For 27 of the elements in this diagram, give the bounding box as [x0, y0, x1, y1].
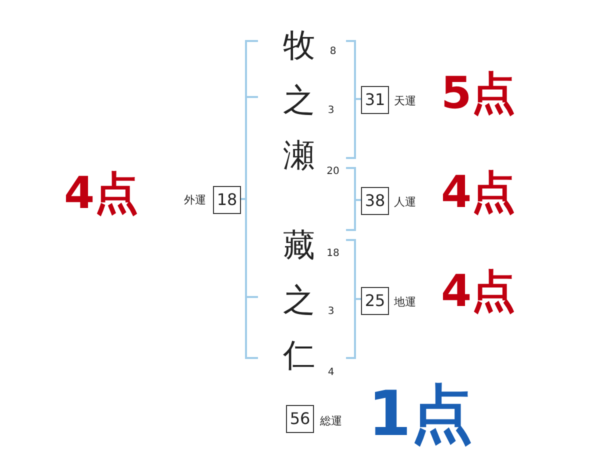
score-text: 4点	[441, 171, 516, 215]
name-character: 牧	[283, 29, 315, 61]
number-box: 38	[361, 187, 389, 215]
score-text: 5点	[441, 72, 516, 116]
name-character: 之	[283, 84, 315, 116]
fortune-label: 人運	[394, 196, 416, 208]
number-box: 25	[361, 287, 389, 315]
stroke-count: 4	[328, 368, 334, 378]
fortune-label: 総運	[320, 416, 342, 426]
name-character: 仁	[283, 339, 315, 371]
fortune-label: 地運	[394, 296, 416, 308]
stroke-count: 20	[326, 167, 340, 177]
name-character: 之	[283, 284, 315, 316]
number-box: 56	[286, 405, 314, 433]
stroke-count: 3	[328, 307, 334, 317]
name-character: 瀬	[283, 139, 315, 171]
score-text: 1点	[368, 383, 474, 445]
stroke-count: 8	[330, 47, 336, 57]
stroke-count: 3	[328, 106, 334, 116]
score-text: 4点	[64, 172, 139, 216]
fortune-label: 外運	[184, 194, 206, 206]
score-text: 4点	[441, 270, 516, 314]
stroke-count: 18	[326, 249, 340, 259]
fortune-label: 天運	[394, 96, 416, 106]
number-box: 31	[361, 86, 389, 114]
number-box: 18	[213, 186, 241, 214]
name-character: 藏	[283, 229, 315, 261]
